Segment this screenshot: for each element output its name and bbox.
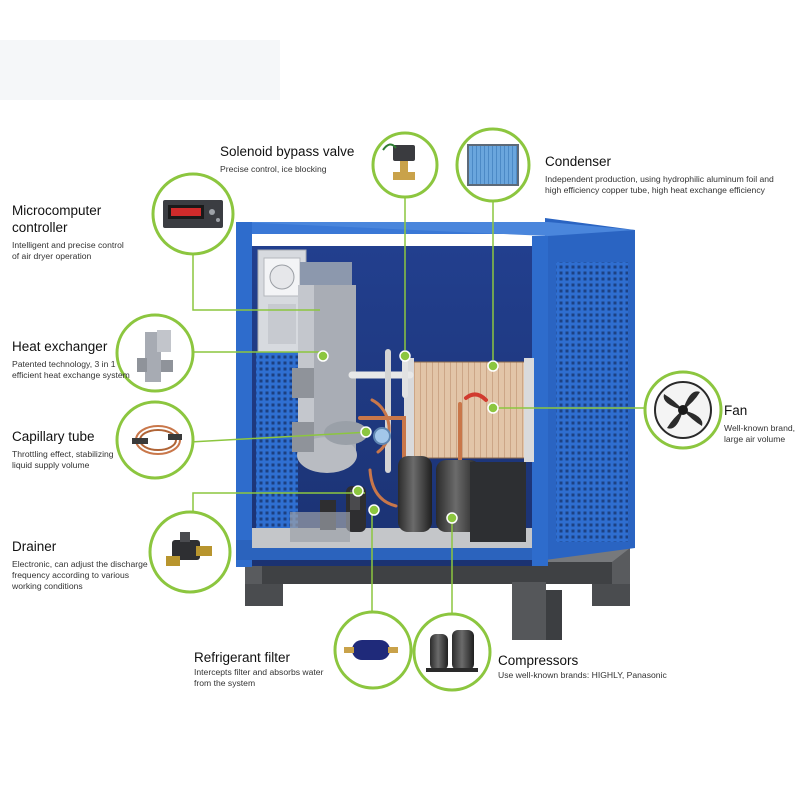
component-description: Throttling effect, stabilizing [12,449,114,459]
component-description: Intercepts filter and absorbs water [194,667,324,677]
component-description: Intelligent and precise control [12,240,124,250]
component-description: Electronic, can adjust the discharge [12,559,148,569]
leader-lines [189,195,645,616]
component-title: controller [12,220,68,235]
label-solenoid-bypass-valve: Solenoid bypass valve Precise control, i… [220,143,390,175]
compressor-units [320,456,526,542]
solenoid-valve-icon [371,131,439,199]
component-description: working conditions [12,581,83,591]
component-description: large air volume [724,434,786,444]
heat-exchanger-vessel [292,285,368,473]
leader-dots [317,350,499,524]
component-description: Independent production, using hydrophili… [545,174,774,184]
label-capillary-tube: Capillary tube Throttling effect, stabil… [12,428,142,471]
component-description: Well-known brand, [724,423,796,433]
component-title: Refrigerant filter [194,650,291,665]
background-band [0,40,280,100]
label-refrigerant-filter: Refrigerant filter Intercepts filter and… [194,649,344,689]
label-drainer: Drainer Electronic, can adjust the disch… [12,538,162,592]
component-description: frequency according to various [12,570,130,580]
label-compressors: Compressors Use well-known brands: HIGHL… [498,652,698,681]
label-heat-exchanger: Heat exchanger Patented technology, 3 in… [12,338,142,381]
component-title: Microcomputer [12,203,102,218]
component-title: Capillary tube [12,429,95,444]
condenser-coil [404,358,534,462]
refrigerant-filter-icon [333,610,413,690]
component-description: Use well-known brands: HIGHLY, Panasonic [498,670,667,680]
component-title: Condenser [545,154,612,169]
heat-exchanger-icon [115,313,195,393]
component-description: from the system [194,678,256,688]
label-condenser: Condenser Independent production, using … [545,153,795,196]
condenser-icon [455,127,531,203]
component-title: Compressors [498,653,579,668]
component-description: high efficiency copper tube, high heat e… [545,185,765,195]
component-description: of air dryer operation [12,251,92,261]
component-title: Drainer [12,539,57,554]
compressor-icon [412,612,492,692]
label-fan: Fan Well-known brand, large air volume [724,402,798,445]
piping [348,349,488,508]
label-microcomputer-controller: Microcomputer controller Intelligent and… [12,202,162,262]
component-description: efficient heat exchange system [12,370,130,380]
controller-icon [151,172,235,256]
fan-icon [643,370,723,450]
component-description: Patented technology, 3 in 1 [12,359,116,369]
capillary-tube-icon [115,400,195,480]
drainer-icon [148,510,232,594]
component-title: Solenoid bypass valve [220,144,355,159]
component-description: Precise control, ice blocking [220,164,327,174]
component-title: Fan [724,403,748,418]
component-description: liquid supply volume [12,460,90,470]
component-title: Heat exchanger [12,339,108,354]
inner-tray [290,512,350,542]
